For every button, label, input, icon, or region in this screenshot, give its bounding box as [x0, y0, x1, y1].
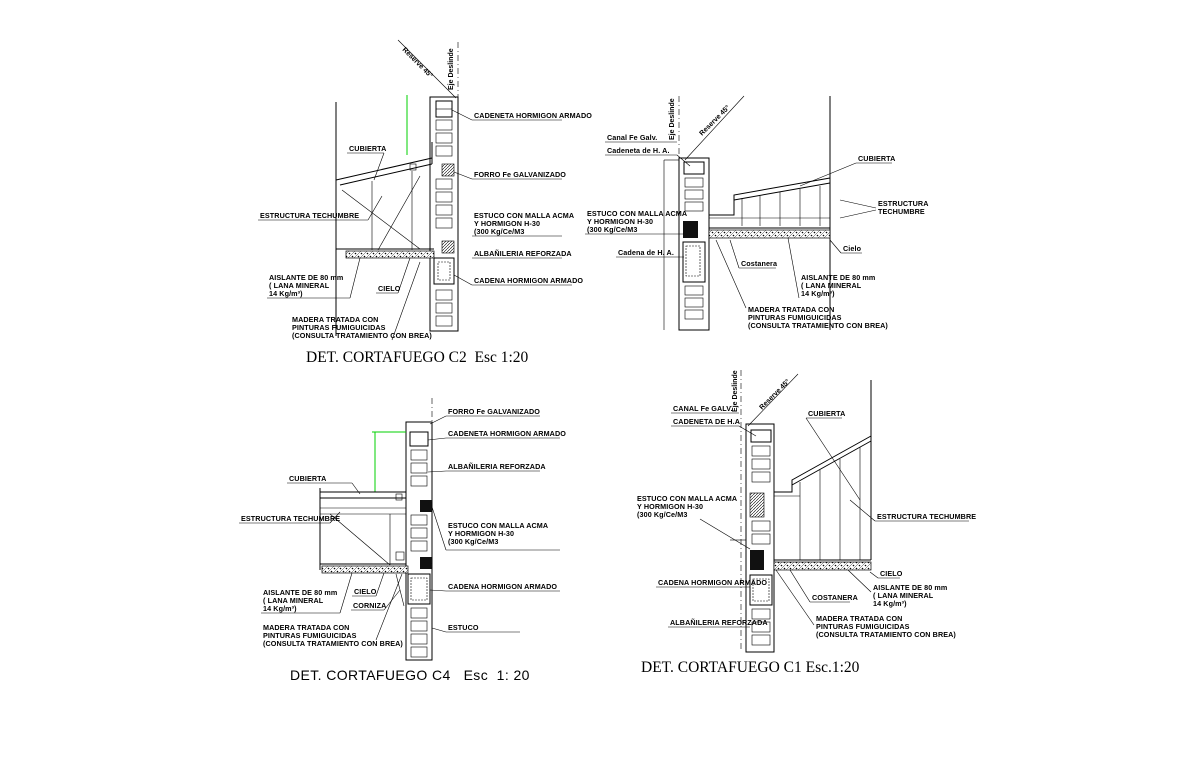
title-c1: DET. CORTAFUEGO C1 Esc.1:20	[641, 659, 860, 676]
label-eje-c3: Eje Deslinde	[669, 98, 676, 140]
label-reserve-c2: Reserve 45°	[401, 46, 435, 80]
label-cielo-c4: CIELO	[354, 587, 377, 596]
wall-c2	[429, 96, 459, 332]
label-reserve-c1: Reserve 45°	[758, 377, 792, 411]
label-madera2-c1: PINTURAS FUMIGUICIDAS	[816, 622, 910, 631]
label-costanera-c1: COSTANERA	[812, 593, 858, 602]
label-albanileria-c1: ALBAÑILERIA REFORZADA	[670, 618, 768, 627]
label-aislante3-c1: 14 Kg/m³)	[873, 599, 907, 608]
wall-c1	[745, 423, 775, 653]
label-madera1-c3: MADERA TRATADA CON	[748, 305, 834, 314]
label-estuco2-c2: Y HORMIGON H-30	[474, 219, 540, 228]
label-cielo-c2: CIELO	[378, 284, 401, 293]
label-madera3-c4: (CONSULTA TRATAMIENTO CON BREA)	[263, 639, 403, 648]
label-cadena-c1: CADENA HORMIGON ARMADO	[658, 578, 767, 587]
label-cielo-c1: CIELO	[880, 569, 903, 578]
label-aislante3-c2: 14 Kg/m³)	[269, 289, 303, 298]
roof-c1	[774, 435, 872, 560]
label-cadena-c2: CADENA HORMIGON ARMADO	[474, 276, 583, 285]
label-estuco2-c4: Y HORMIGON H-30	[448, 529, 514, 538]
label-cornisa-c4: CORNIZA	[353, 601, 386, 610]
label-madera3-c2: (CONSULTA TRATAMIENTO CON BREA)	[292, 331, 432, 340]
label-estuco1-c1: ESTUCO CON MALLA ACMA	[637, 494, 737, 503]
roof-c2	[335, 142, 433, 251]
detail-c1: Eje Deslinde Reserve 45° CANAL Fe GALV. …	[637, 370, 976, 676]
label-cubierta-c2: CUBIERTA	[349, 144, 386, 153]
rise-line-c1	[747, 373, 799, 427]
wall-c4	[405, 421, 433, 661]
label-madera1-c1: MADERA TRATADA CON	[816, 614, 902, 623]
rise-line-c2	[397, 39, 457, 99]
label-cadena-c3: Cadena de H. A.	[618, 248, 674, 257]
label-aislante1-c3: AISLANTE DE 80 mm	[801, 273, 875, 282]
label-cadeneta-c2: CADENETA HORMIGON ARMADO	[474, 111, 592, 120]
label-aislante2-c2: ( LANA MINERAL	[269, 281, 330, 290]
roof-c3	[709, 177, 831, 226]
label-cadena-c4: CADENA HORMIGON ARMADO	[448, 582, 557, 591]
label-estructura-c2: ESTRUCTURA TECHUMBRE	[260, 211, 359, 220]
label-cadeneta-c3: Cadeneta de H. A.	[607, 146, 670, 155]
label-madera3-c3: (CONSULTA TRATAMIENTO CON BREA)	[748, 321, 888, 330]
label-estuco3-c1: (300 Kg/Ce/M3	[637, 510, 687, 519]
label-estuco3-c4: (300 Kg/Ce/M3	[448, 537, 498, 546]
label-albanileria-c2: ALBAÑILERIA REFORZADA	[474, 249, 572, 258]
title-c4: DET. CORTAFUEGO C4 Esc 1: 20	[290, 667, 530, 683]
label-estuco1-c4: ESTUCO CON MALLA ACMA	[448, 521, 548, 530]
label-estuco3-c3: (300 Kg/Ce/M3	[587, 225, 637, 234]
label-cubierta-c1: CUBIERTA	[808, 409, 845, 418]
label-aislante1-c1: AISLANTE DE 80 mm	[873, 583, 947, 592]
ceiling-insulation-c3	[708, 229, 831, 239]
label-costanera-c3: Costanera	[741, 259, 778, 268]
label-estuco1-c2: ESTUCO CON MALLA ACMA	[474, 211, 574, 220]
label-estuco2-c3: Y HORMIGON H-30	[587, 217, 653, 226]
label-madera2-c4: PINTURAS FUMIGUICIDAS	[263, 631, 357, 640]
label-eje-c1: Eje Deslinde	[732, 370, 739, 412]
label-aislante2-c3: ( LANA MINERAL	[801, 281, 862, 290]
label-aislante2-c4: ( LANA MINERAL	[263, 596, 324, 605]
label-aislante3-c4: 14 Kg/m³)	[263, 604, 297, 613]
label-madera2-c3: PINTURAS FUMIGUICIDAS	[748, 313, 842, 322]
label-madera2-c2: PINTURAS FUMIGUICIDAS	[292, 323, 386, 332]
ceiling-insulation-c4	[321, 565, 409, 574]
label-cubierta-c3: CUBIERTA	[858, 154, 895, 163]
rise-line-c3	[684, 95, 745, 161]
roof-c4	[320, 491, 406, 566]
detail-c4: FORRO Fe GALVANIZADO CADENETA HORMIGON A…	[239, 398, 566, 683]
label-aislante1-c2: AISLANTE DE 80 mm	[269, 273, 343, 282]
label-estructura-c4: ESTRUCTURA TECHUMBRE	[241, 514, 340, 523]
label-reserve-c3: Reserve 45°	[698, 103, 732, 137]
label-cadeneta-c1: CADENETA DE H.A	[673, 417, 740, 426]
label-cadeneta-c4: CADENETA HORMIGON ARMADO	[448, 429, 566, 438]
detail-c3: Eje Deslinde Reserve 45° Canal Fe Galv. …	[585, 95, 929, 331]
label-madera1-c2: MADERA TRATADA CON	[292, 315, 378, 324]
label-estructura-c1: ESTRUCTURA TECHUMBRE	[877, 512, 976, 521]
title-c2: DET. CORTAFUEGO C2 Esc 1:20	[306, 349, 529, 366]
label-canal-c1: CANAL Fe GALV.	[673, 404, 733, 413]
label-albanileria-c4: ALBAÑILERIA REFORZADA	[448, 462, 546, 471]
label-aislante3-c3: 14 Kg/m³)	[801, 289, 835, 298]
label-madera1-c4: MADERA TRATADA CON	[263, 623, 349, 632]
label-canal-c3: Canal Fe Galv.	[607, 133, 657, 142]
label-estructura2-c3: TECHUMBRE	[878, 207, 925, 216]
label-madera3-c1: (CONSULTA TRATAMIENTO CON BREA)	[816, 630, 956, 639]
label-cielo-c3: Cielo	[843, 244, 862, 253]
ceiling-insulation-c1	[773, 561, 872, 571]
label-forro-c2: FORRO Fe GALVANIZADO	[474, 170, 566, 179]
label-forro-c4: FORRO Fe GALVANIZADO	[448, 407, 540, 416]
ceiling-insulation-c2	[345, 250, 435, 259]
label-estructura1-c3: ESTRUCTURA	[878, 199, 929, 208]
label-cubierta-c4: CUBIERTA	[289, 474, 326, 483]
label-aislante1-c4: AISLANTE DE 80 mm	[263, 588, 337, 597]
label-estuco2-c1: Y HORMIGON H-30	[637, 502, 703, 511]
wall-c3	[678, 157, 710, 331]
label-estuco1-c3: ESTUCO CON MALLA ACMA	[587, 209, 687, 218]
label-estuco3-c2: (300 Kg/Ce/M3	[474, 227, 524, 236]
label-aislante2-c1: ( LANA MINERAL	[873, 591, 934, 600]
label-estuco-c4: ESTUCO	[448, 623, 479, 632]
label-eje-c2: Eje Deslinde	[448, 48, 455, 90]
detail-c2: Reserve 45° Eje Deslinde CADENETA HORMIG…	[258, 39, 592, 366]
